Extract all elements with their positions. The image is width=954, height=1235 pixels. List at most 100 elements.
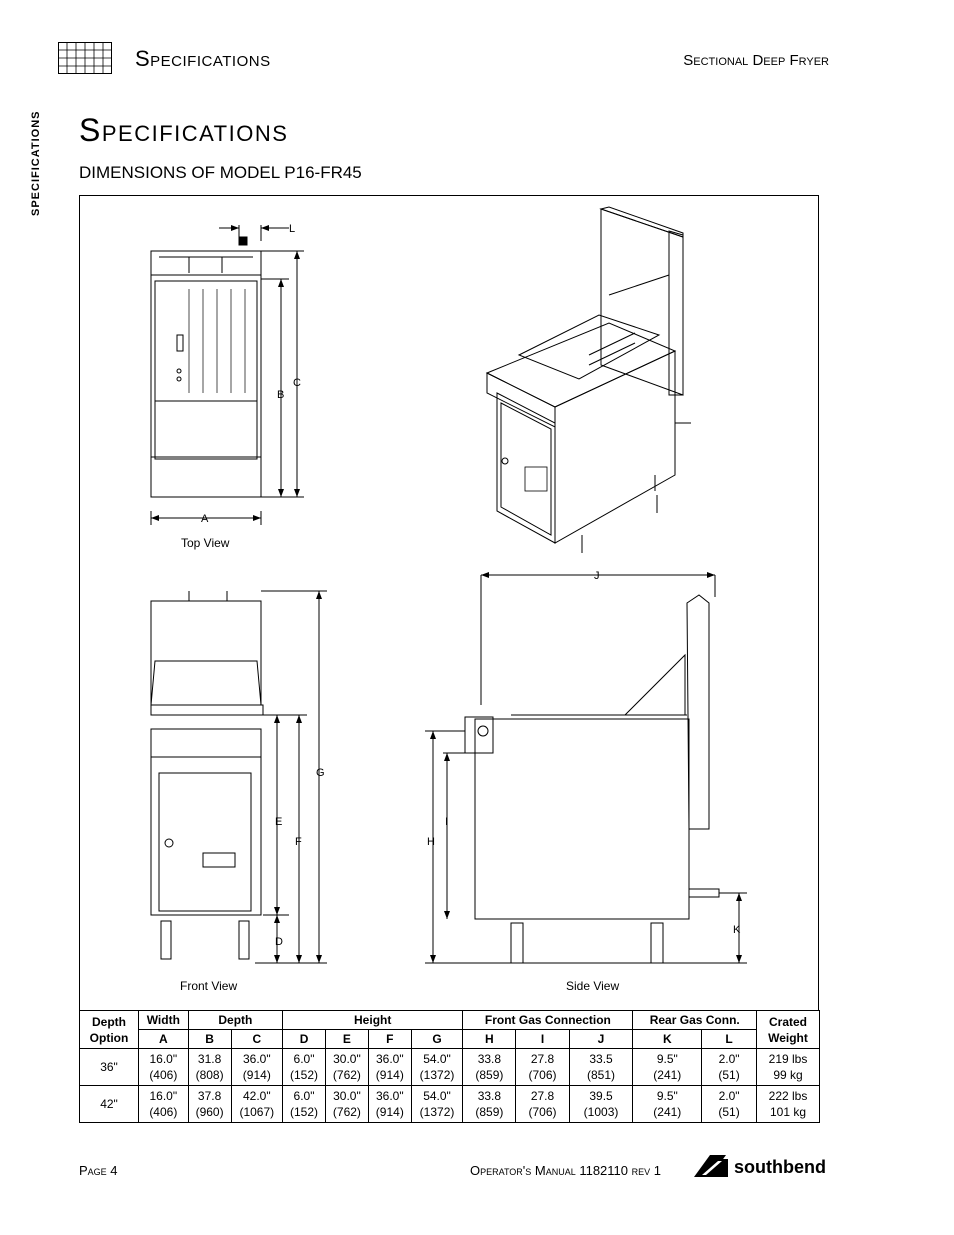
dimension-mm: (914) — [375, 1105, 404, 1119]
front-view — [150, 591, 264, 960]
weight-lbs: 219 lbs — [768, 1052, 808, 1066]
dimension-cell: 2.0" (51) — [701, 1048, 757, 1086]
dimension-inches: 36.0" — [375, 1089, 404, 1103]
col-letter-e: E — [324, 1029, 369, 1049]
dimension-cell: 37.8(960) — [187, 1085, 232, 1123]
header-doc-title: Sectional Deep Fryer — [683, 52, 829, 69]
top-view-caption: Top View — [181, 536, 230, 550]
col-letter-h: H — [462, 1029, 517, 1049]
dim-label-h: H — [427, 836, 435, 848]
dimension-inches: 33.8 — [477, 1089, 502, 1103]
dim-label-k: K — [733, 924, 741, 936]
dimension-inches: 9.5" — [656, 1052, 678, 1066]
dimension-mm: (51) — [718, 1068, 740, 1082]
weight-kg: 99 kg — [773, 1068, 803, 1082]
dimension-mm: (859) — [475, 1068, 504, 1082]
col-header-crated-weight: Crated Weight — [756, 1010, 820, 1049]
dimension-inches: 2.0" — [718, 1052, 740, 1066]
dimension-mm: (1067) — [239, 1105, 275, 1119]
dim-label-d: D — [275, 936, 283, 948]
col-letter-k: K — [632, 1029, 703, 1049]
dimension-inches: 54.0" — [423, 1089, 451, 1103]
dimension-cell: 31.8(808) — [187, 1048, 232, 1086]
dimension-cell: 36.0" (914) — [367, 1048, 412, 1086]
dimension-cell: 9.5" (241) — [632, 1048, 703, 1086]
col-letter-d: D — [282, 1029, 326, 1049]
dimension-mm: (152) — [290, 1105, 319, 1119]
dimension-cell: 42.0" (1067) — [230, 1085, 284, 1123]
dimension-cell: 9.5" (241) — [632, 1085, 703, 1123]
dimension-inches: 36.0" — [375, 1052, 404, 1066]
side-tab: SPECIFICATIONS — [26, 100, 46, 220]
dimension-cell: 33.8 (859) — [462, 1048, 517, 1086]
dimension-inches: 31.8 — [197, 1052, 222, 1066]
dimension-inches: 16.0" — [149, 1052, 178, 1066]
dim-label-i: I — [445, 816, 448, 828]
table-row: 36" 16.0" (406) 31.8(808) 36.0" (914) 6.0" (152… — [79, 1048, 820, 1086]
col-letter-c: C — [230, 1029, 284, 1049]
dimension-mm: (762) — [332, 1105, 361, 1119]
dimension-inches: 27.8 — [530, 1089, 555, 1103]
dimension-cell: 6.0"(152) — [282, 1085, 326, 1123]
dimension-mm: (859) — [475, 1105, 504, 1119]
dimension-inches: 30.0" — [333, 1052, 361, 1066]
dimension-inches: 42.0" — [242, 1089, 271, 1103]
dim-label-a: A — [201, 513, 209, 525]
dim-label-e: E — [275, 816, 282, 828]
dimension-cell: 54.0"(1372) — [410, 1085, 464, 1123]
dimension-cell: 27.8 (706) — [515, 1085, 570, 1123]
dimension-inches: 27.8 — [530, 1052, 555, 1066]
col-letter-b: B — [187, 1029, 232, 1049]
dimension-cell: 27.8 (706) — [515, 1048, 570, 1086]
dimension-inches: 9.5" — [656, 1089, 678, 1103]
table-row: 42"16.0"(406)37.8(960)42.0"(1067)6.0"(15… — [79, 1085, 820, 1123]
page-number: Page 4 — [79, 1163, 118, 1178]
col-letter-g: G — [410, 1029, 464, 1049]
page-title: Specifications — [79, 112, 289, 148]
dim-label-c: C — [293, 377, 301, 389]
dimension-cell: 6.0" (152) — [282, 1048, 326, 1086]
figure-subtitle: DIMENSIONS OF MODEL P16-FR45 — [79, 163, 362, 182]
dimension-inches: 2.0" — [718, 1089, 740, 1103]
dimension-mm: (914) — [242, 1068, 271, 1082]
dimension-cell: 54.0"(1372) — [410, 1048, 464, 1086]
dimension-cell: 16.0" (406) — [138, 1048, 189, 1086]
dimension-cell: 39.5(1003) — [568, 1085, 634, 1123]
dimension-inches: 30.0" — [333, 1089, 361, 1103]
dimension-mm: (851) — [587, 1068, 616, 1082]
dimension-inches: 33.5 — [589, 1052, 613, 1066]
dimension-mm: (914) — [375, 1068, 404, 1082]
dimension-cell: 30.0" (762) — [324, 1048, 369, 1086]
dim-label-j: J — [594, 570, 600, 582]
side-view — [464, 575, 720, 964]
dimension-inches: 6.0" — [293, 1052, 315, 1066]
col-header-depth-option: Depth Option — [79, 1010, 139, 1049]
depth-option-cell: 36" — [79, 1048, 139, 1086]
dimension-cell: 33.5 (851) — [568, 1048, 634, 1086]
dimension-mm: (406) — [149, 1068, 178, 1082]
col-letter-i: I — [515, 1029, 570, 1049]
spec-table: Depth Option Width Depth Height Front Ga… — [79, 1010, 820, 1123]
col-letter-l: L — [701, 1029, 757, 1049]
col-header-front-gas: Front Gas Connection — [462, 1010, 634, 1030]
dimension-mm: (152) — [290, 1068, 319, 1082]
col-letter-a: A — [138, 1029, 189, 1049]
dimension-mm: (706) — [528, 1068, 557, 1082]
dimension-cell: 2.0"(51) — [701, 1085, 757, 1123]
dimension-inches: 33.8 — [477, 1052, 502, 1066]
dimension-cell: 36.0" (914) — [367, 1085, 412, 1123]
weight-lbs: 222 lbs — [768, 1089, 808, 1103]
dimension-inches: 37.8 — [197, 1089, 222, 1103]
dimension-mm: (762) — [332, 1068, 361, 1082]
col-header-height: Height — [282, 1010, 464, 1030]
dimension-mm: (406) — [149, 1105, 178, 1119]
dimension-inches: 36.0" — [242, 1052, 271, 1066]
dimension-cell: 33.8 (859) — [462, 1085, 517, 1123]
dimension-mm: (706) — [528, 1105, 557, 1119]
dimension-mm: (241) — [653, 1105, 682, 1119]
dim-label-l: L — [289, 223, 295, 235]
dimension-mm: (241) — [653, 1068, 682, 1082]
dim-label-f: F — [295, 836, 302, 848]
dimension-inches: 16.0" — [149, 1089, 178, 1103]
